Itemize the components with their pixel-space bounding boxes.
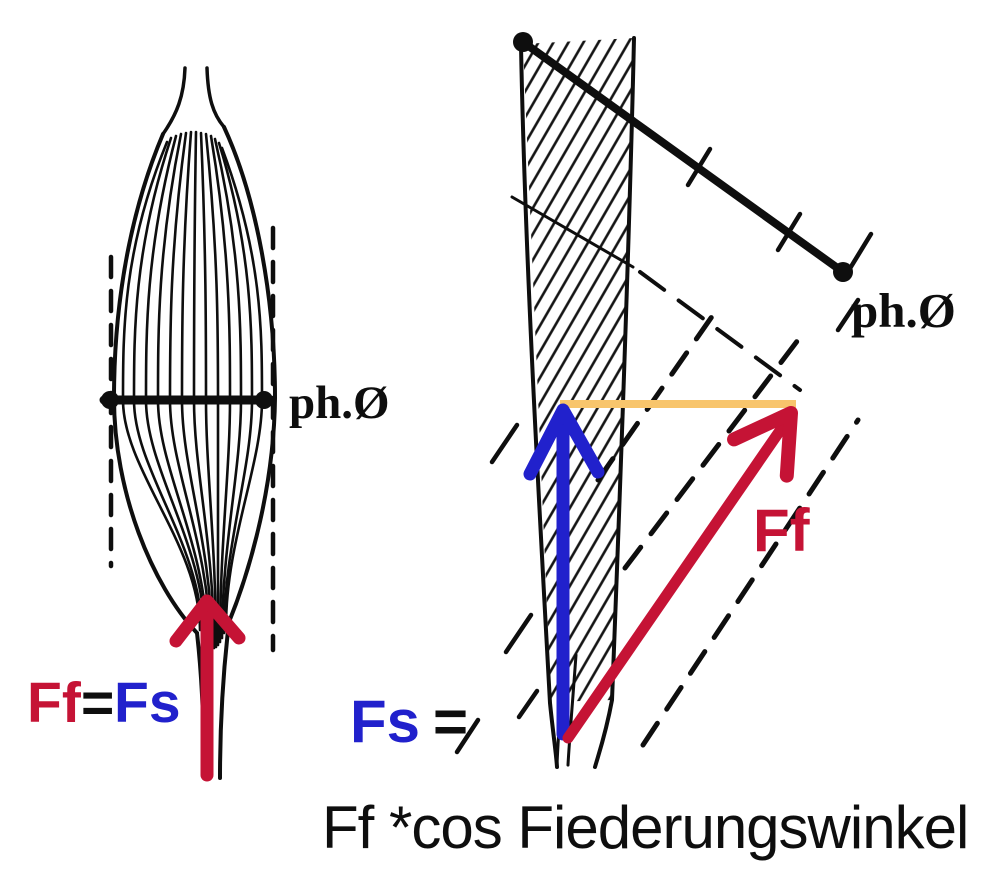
aponeurosis-endpoint-dot bbox=[833, 262, 853, 282]
tendon-line bbox=[218, 620, 231, 780]
inner-aponeurosis-line bbox=[510, 195, 635, 269]
muscle-fiber-lines bbox=[121, 130, 264, 650]
stray-fiber-dashes bbox=[454, 297, 861, 755]
dashed-fiber-line bbox=[622, 337, 801, 571]
fs-force-arrow bbox=[523, 403, 605, 741]
fs-label-right: Fs bbox=[350, 688, 420, 755]
fiber-line bbox=[204, 132, 220, 647]
equals-sign-left: = bbox=[81, 671, 114, 735]
arrow-shaft bbox=[562, 413, 794, 744]
force-arrow-fusiform bbox=[169, 594, 246, 782]
fiber-dash bbox=[489, 422, 520, 465]
inner-aponeurosis-dashed bbox=[638, 270, 802, 392]
arrow-head bbox=[727, 406, 798, 483]
ph-diameter-label-left: ph.Ø bbox=[289, 377, 390, 429]
fiber-dash bbox=[516, 688, 540, 720]
dashed-fiber-line bbox=[595, 302, 723, 483]
fs-label-left: Fs bbox=[114, 671, 181, 735]
tendon-line bbox=[161, 66, 187, 136]
muscle-band-edge-right bbox=[593, 36, 636, 769]
tick-mark bbox=[846, 231, 874, 273]
pennate-muscle-figure bbox=[454, 32, 874, 769]
tendon-line bbox=[205, 66, 226, 129]
ff-equals-fs-label: Ff = Fs bbox=[27, 671, 181, 735]
tendon-line bbox=[566, 653, 578, 767]
ff-label-right: Ff bbox=[753, 497, 811, 564]
fiber-line bbox=[180, 130, 214, 649]
arrow-head bbox=[523, 403, 605, 481]
fiber-dash bbox=[503, 612, 534, 655]
fusiform-muscle-figure bbox=[99, 66, 278, 780]
arrow-head bbox=[169, 594, 246, 648]
diameter-endpoint-dot bbox=[255, 391, 273, 409]
tick-mark bbox=[775, 211, 803, 253]
fiber-dash bbox=[835, 297, 861, 333]
pennation-tick-marks bbox=[685, 146, 874, 273]
dashed-fiber-line bbox=[640, 417, 861, 748]
fiber-dash bbox=[454, 717, 481, 755]
aponeurosis-endpoint-dot bbox=[513, 32, 533, 52]
ph-diameter-label-right: ph.Ø bbox=[851, 283, 956, 338]
equals-sign-right: = bbox=[433, 688, 468, 755]
fs-equals-label: Fs = bbox=[350, 688, 468, 755]
tick-mark bbox=[685, 146, 713, 188]
diameter-endpoint-dot bbox=[101, 391, 119, 409]
hatched-muscle-band bbox=[523, 38, 634, 702]
muscle-band-edge-left bbox=[519, 43, 559, 769]
dashed-fiber-lines bbox=[595, 302, 861, 748]
fiber-line bbox=[217, 141, 254, 635]
formula-text: Ff *cos Fiederungswinkel bbox=[322, 794, 968, 861]
ff-label-left: Ff bbox=[27, 671, 82, 735]
ff-force-arrow bbox=[562, 406, 798, 744]
